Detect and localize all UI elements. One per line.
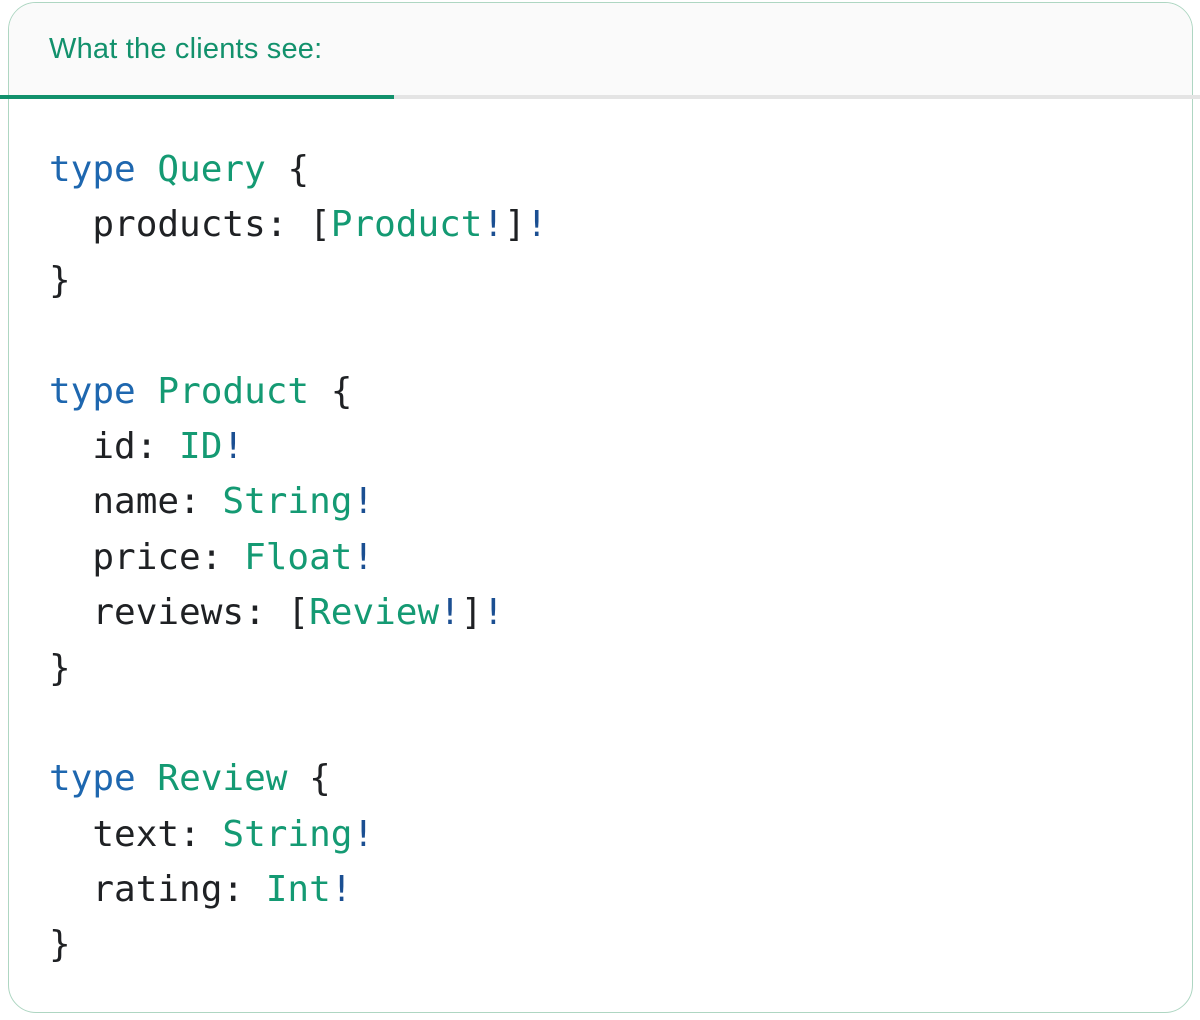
code-token-bang: ! [482,204,505,246]
schema-panel-card: What the clients see: type Query { produ… [8,2,1193,1013]
code-token-bang: ! [352,481,375,523]
code-token-plain [136,758,158,799]
code-token-type: Review [309,592,440,634]
code-line [49,308,548,363]
active-tab-underline [0,95,394,99]
code-token-type: Int [265,869,331,911]
code-line: } [49,917,548,972]
code-block: type Query { products: [Product!]!} type… [49,142,548,973]
panel-header: What the clients see: [9,3,1192,97]
code-token-type: ID [179,425,223,467]
code-token-type: Review [157,758,288,800]
code-token-bang: ! [525,204,548,246]
code-line: type Product { [49,364,548,419]
code-token-type: String [222,481,353,523]
code-token-plain: } [49,259,71,301]
code-line: } [49,641,548,696]
tab-label: What the clients see: [49,33,323,65]
code-line: rating: Int! [49,862,548,917]
code-token-type: Float [244,536,353,578]
code-line: type Query { [49,142,548,197]
code-token-plain [136,149,158,190]
code-token-bang: ! [352,536,375,578]
code-line: type Review { [49,751,548,806]
code-token-plain: } [49,924,71,966]
code-token-type: Query [157,149,266,190]
code-token-plain: reviews: [ [49,592,310,634]
code-token-plain: { [309,370,353,412]
code-token-type: Product [157,370,310,412]
code-token-plain: text: [49,813,223,855]
code-token-plain: rating: [49,869,266,911]
code-token-plain: { [265,149,310,190]
tab-what-clients-see[interactable]: What the clients see: [49,33,322,66]
tab-divider-line [0,95,1200,99]
code-token-plain [136,371,158,412]
code-token-plain: products: [ [49,204,331,246]
code-token-keyword: type [49,370,136,412]
code-token-plain: name: [49,481,223,523]
code-token-keyword: type [49,149,136,190]
code-token-plain: } [49,647,71,689]
code-line: price: Float! [49,530,548,585]
code-token-type: String [222,813,353,855]
code-token-bang: ! [222,425,245,467]
code-token-plain: ] [504,204,526,246]
code-line: name: String! [49,474,548,529]
code-line: text: String! [49,807,548,862]
code-token-plain: { [287,758,331,800]
code-line: id: ID! [49,419,548,474]
code-token-bang: ! [330,869,353,911]
code-token-keyword: type [49,758,136,800]
code-token-plain: price: [49,536,245,578]
code-token-plain: id: [49,425,180,467]
code-token-type: Product [330,204,483,246]
code-line: products: [Product!]! [49,197,548,252]
code-line: reviews: [Review!]! [49,585,548,640]
code-line [49,696,548,751]
code-line: } [49,253,548,308]
code-token-bang: ! [439,592,461,634]
code-token-bang: ! [352,813,375,855]
code-token-bang: ! [482,592,505,634]
code-token-plain: ] [460,592,483,634]
